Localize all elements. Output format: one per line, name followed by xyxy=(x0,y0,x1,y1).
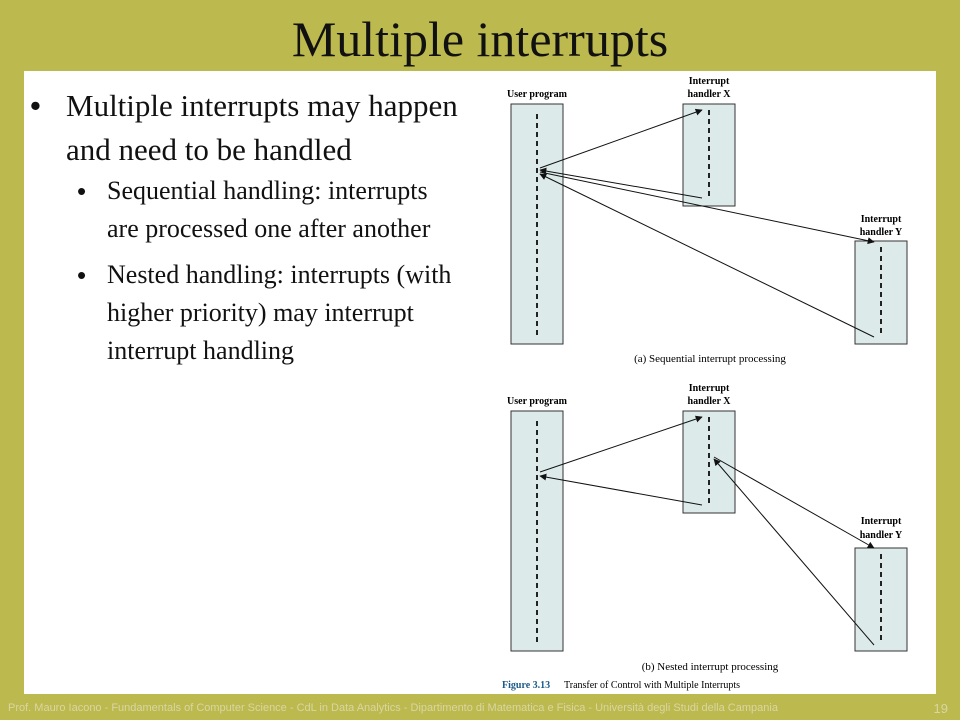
bullet-list: • Multiple interrupts may happen and nee… xyxy=(30,84,460,378)
slide-title: Multiple interrupts xyxy=(291,11,669,67)
figure-title: Transfer of Control with Multiple Interr… xyxy=(564,680,740,691)
arrow-user-to-x xyxy=(539,108,703,169)
sub-bullet-text: Nested handling: interrupts (with higher… xyxy=(107,260,452,365)
bullet-text: Multiple interrupts may happen and need … xyxy=(66,88,458,167)
handler-x-label: handler X xyxy=(688,396,732,407)
figure-number: Figure 3.13 xyxy=(502,680,550,691)
handler-y-label: Interrupt xyxy=(861,516,902,527)
handler-x-label: handler X xyxy=(688,89,732,100)
handler-y-label: Interrupt xyxy=(861,214,902,225)
diagram-sequential: User program Interrupt handler X Interru… xyxy=(507,76,908,365)
arrow-user-to-y xyxy=(539,171,875,245)
user-program-label: User program xyxy=(507,396,568,407)
handler-y-label: handler Y xyxy=(860,530,903,541)
bullet-icon: • xyxy=(30,88,41,123)
bullet-item: • Multiple interrupts may happen and nee… xyxy=(30,84,460,172)
arrow-y-to-x xyxy=(713,458,875,646)
caption-nested: (b) Nested interrupt processing xyxy=(642,661,779,673)
handler-x-label: Interrupt xyxy=(689,383,730,394)
sub-bullet-list: • Sequential handling: interrupts are pr… xyxy=(30,172,460,370)
sub-bullet-item: • Nested handling: interrupts (with high… xyxy=(30,256,460,370)
sub-bullet-text: Sequential handling: interrupts are proc… xyxy=(107,176,431,243)
page-number: 19 xyxy=(933,701,948,716)
handler-y-label: handler Y xyxy=(860,227,903,238)
sub-bullet-item: • Sequential handling: interrupts are pr… xyxy=(30,172,460,248)
footer-text: Prof. Mauro Iacono - Fundamentals of Com… xyxy=(8,702,778,714)
arrow-x-to-user xyxy=(539,167,703,199)
arrow-y-to-user xyxy=(539,173,875,338)
content-panel xyxy=(24,71,936,694)
arrow-x-to-y xyxy=(713,456,875,549)
arrow-user-to-x xyxy=(539,415,703,473)
user-program-label: User program xyxy=(507,89,568,100)
arrow-x-to-user xyxy=(539,473,703,506)
handler-x-label: Interrupt xyxy=(689,76,730,87)
diagram-nested: User program Interrupt handler X Interru… xyxy=(507,383,908,673)
sub-bullet-icon: • xyxy=(77,260,87,290)
caption-sequential: (a) Sequential interrupt processing xyxy=(634,353,786,365)
sub-bullet-icon: • xyxy=(77,176,87,206)
interrupt-diagram: User program Interrupt handler X Interru… xyxy=(502,76,908,691)
